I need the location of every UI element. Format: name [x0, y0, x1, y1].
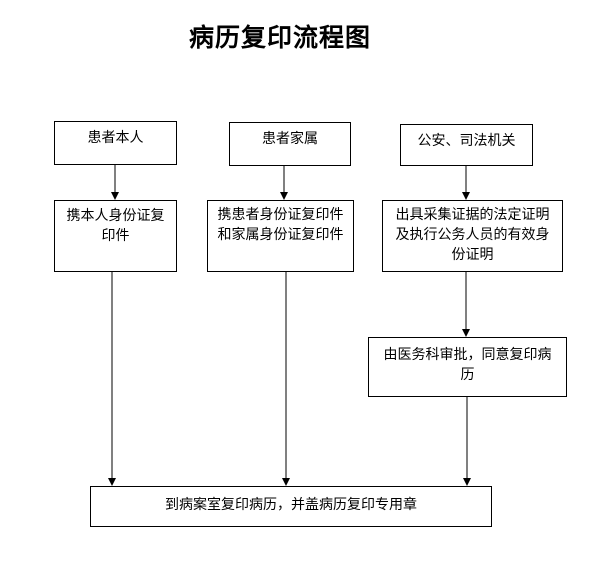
node-police-legal-proof: 出具采集证据的法定证明及执行公务人员的有效身份证明	[382, 200, 563, 272]
node-records-room-copy: 到病案室复印病历，并盖病历复印专用章	[90, 486, 492, 527]
diagram-title: 病历复印流程图	[188, 23, 371, 52]
node-family-id-copies: 携患者身份证复印件和家属身份证复印件	[207, 200, 354, 272]
node-family: 患者家属	[229, 122, 351, 166]
node-patient: 患者本人	[54, 121, 177, 165]
node-police-judicial: 公安、司法机关	[400, 124, 533, 166]
node-medical-dept-approval: 由医务科审批，同意复印病历	[368, 337, 567, 397]
node-patient-id-copy: 携本人身份证复印件	[54, 200, 177, 272]
